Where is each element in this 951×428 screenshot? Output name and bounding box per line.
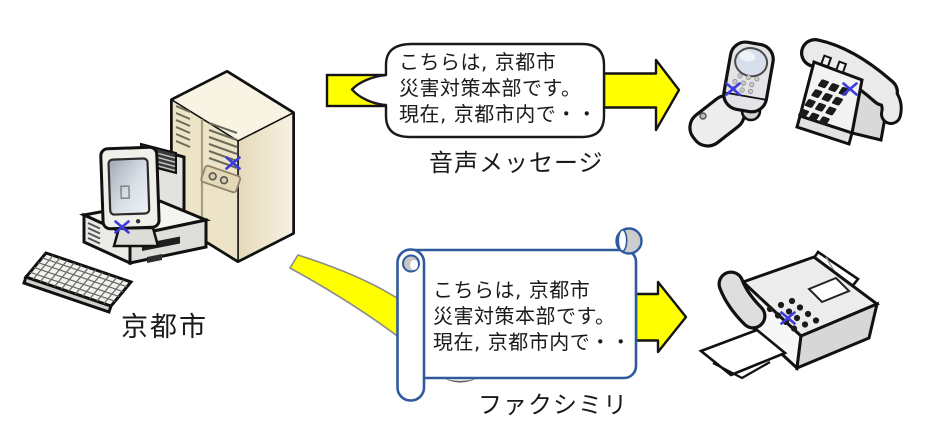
phone-handset [803, 41, 896, 104]
fax-display [807, 276, 851, 304]
curved-arrow-band [288, 254, 401, 340]
speech-bubble [350, 42, 606, 139]
floppy-slot [142, 236, 180, 251]
fax-machine-icon [698, 250, 880, 380]
fax-message-text: こちらは, 京都市 災害対策本部です。 現在, 京都市内で・・ [433, 278, 632, 354]
keyboard-keys [29, 255, 128, 304]
scroll-roll-edge [396, 248, 426, 402]
power-led [135, 219, 141, 224]
mobile-phone-icon [688, 40, 775, 148]
monitor-stand [112, 226, 160, 248]
phone-dial-keys [798, 79, 850, 126]
server-drive-panel [200, 164, 242, 194]
server-vent-slits [175, 105, 238, 169]
screen-glyph [120, 185, 131, 200]
phone-mic [699, 112, 707, 120]
voice-message-text: こちらは, 京都市 災害対策本部です。 現在, 京都市内で・・ [399, 50, 598, 126]
fax-arrow [288, 254, 688, 354]
monitor-bezel [99, 145, 161, 231]
fax-keypad [766, 297, 820, 332]
scroll-document [396, 227, 643, 402]
fax-handset [720, 273, 764, 327]
fax-channel-label: ファクシミリ [478, 391, 628, 419]
desk-phone-icon [795, 38, 903, 146]
keyboard-icon [22, 251, 134, 314]
scroll-shadow [444, 378, 477, 383]
sender-label: 京都市 [121, 312, 208, 343]
voice-channel-label: 音声メッセージ [429, 149, 604, 177]
